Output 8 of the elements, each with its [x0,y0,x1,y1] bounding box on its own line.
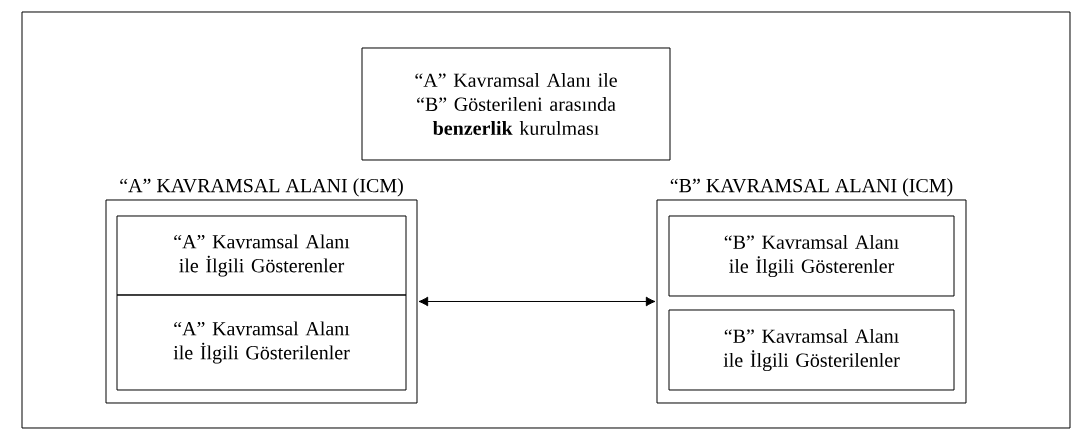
text-box: “A” Kavramsal Alanı ile İlgili Gösterilenler [116,294,407,391]
arrow [418,296,656,307]
text-box: “B” Kavramsal Alanı ile İlgili Gösterilenler [668,309,955,391]
text-box: “A” Kavramsal Alanı ile İlgili Gösterenler [116,215,407,296]
node-label: “B” KAVRAMSAL ALANI (ICM) [670,178,953,197]
text-box: “B” Kavramsal Alanı ile İlgili Gösterenler [668,215,955,297]
node-label: “A” KAVRAMSAL ALANI (ICM) [120,178,403,197]
text-box: “A” Kavramsal Alanı ile “B” Gösterileni arasında benzerlik kurulması [361,47,671,161]
